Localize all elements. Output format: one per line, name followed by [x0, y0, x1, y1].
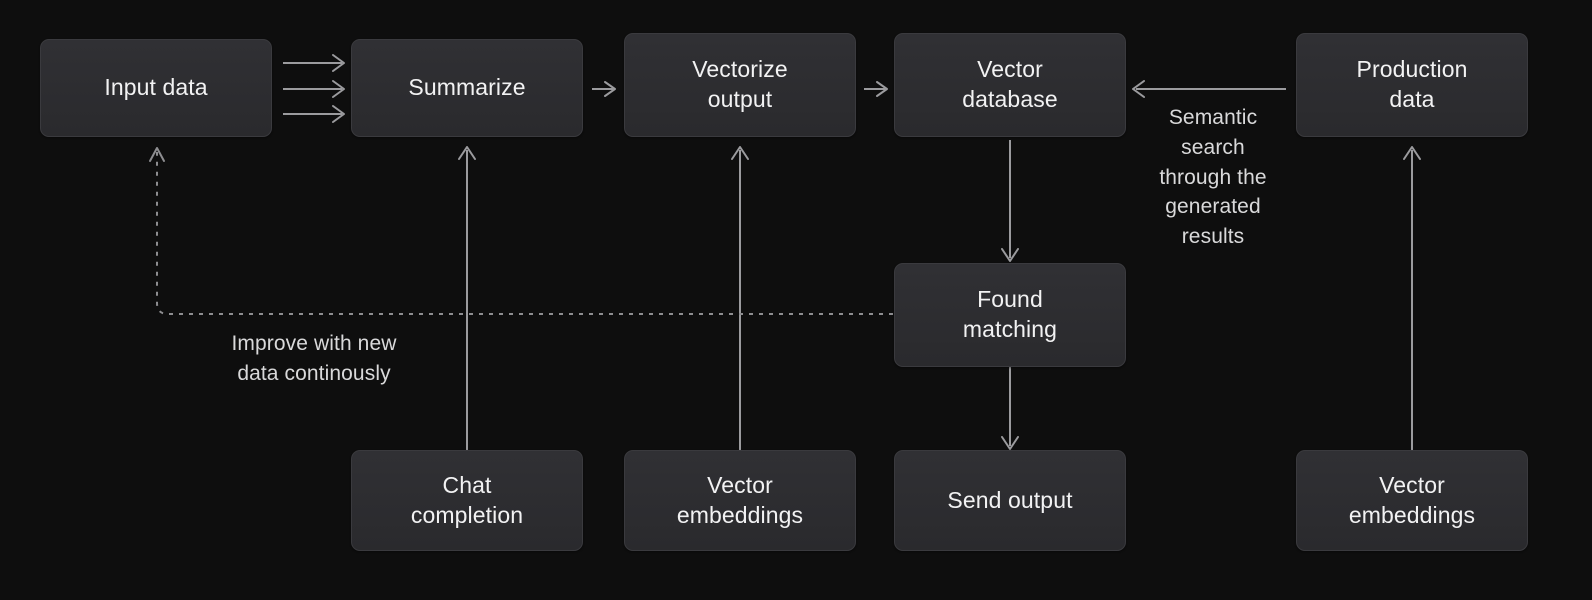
edge-input-to-summarize-1 — [283, 54, 345, 72]
node-vector-embeddings-left-label: Vector embeddings — [676, 471, 804, 528]
edge-found-to-send — [1001, 367, 1019, 450]
node-found-matching[interactable]: Found matching — [894, 263, 1126, 367]
node-vectorize-output[interactable]: Vectorize output — [624, 33, 856, 137]
node-production-data-label: Production data — [1356, 56, 1468, 112]
edge-production-to-database — [1132, 80, 1286, 98]
node-chat-completion[interactable]: Chat completion — [351, 450, 583, 551]
node-chat-completion-label: Chat completion — [410, 471, 524, 528]
edge-embeddings-to-production — [1403, 146, 1421, 452]
edge-summarize-to-vectorize — [592, 81, 616, 97]
edge-embeddings-to-vectorize — [731, 146, 749, 452]
node-send-output[interactable]: Send output — [894, 450, 1126, 551]
node-vector-embeddings-right-label: Vector embeddings — [1348, 471, 1476, 528]
node-input-data[interactable]: Input data — [40, 39, 272, 137]
edge-found-to-input-feedback — [149, 147, 893, 315]
node-production-data[interactable]: Production data — [1296, 33, 1528, 137]
edge-vectorize-to-database — [864, 81, 888, 97]
node-input-data-label: Input data — [104, 74, 208, 101]
node-vector-database-label: Vector database — [962, 56, 1058, 112]
node-found-matching-label: Found matching — [962, 286, 1058, 342]
node-summarize[interactable]: Summarize — [351, 39, 583, 137]
edge-label-semantic-search: Semantic search through the generated re… — [1159, 106, 1267, 249]
node-vector-embeddings-left[interactable]: Vector embeddings — [624, 450, 856, 551]
edge-chat-to-summarize — [458, 146, 476, 452]
edge-input-to-summarize-2 — [283, 80, 345, 98]
node-vectorize-output-label: Vectorize output — [692, 56, 788, 112]
node-summarize-label: Summarize — [408, 74, 526, 101]
edge-label-improve-loop: Improve with new data continously — [231, 332, 397, 385]
node-vector-database[interactable]: Vector database — [894, 33, 1126, 137]
node-vector-embeddings-right[interactable]: Vector embeddings — [1296, 450, 1528, 551]
edge-input-to-summarize-3 — [283, 105, 345, 123]
edge-database-to-found — [1001, 140, 1019, 262]
node-send-output-label: Send output — [947, 486, 1073, 513]
